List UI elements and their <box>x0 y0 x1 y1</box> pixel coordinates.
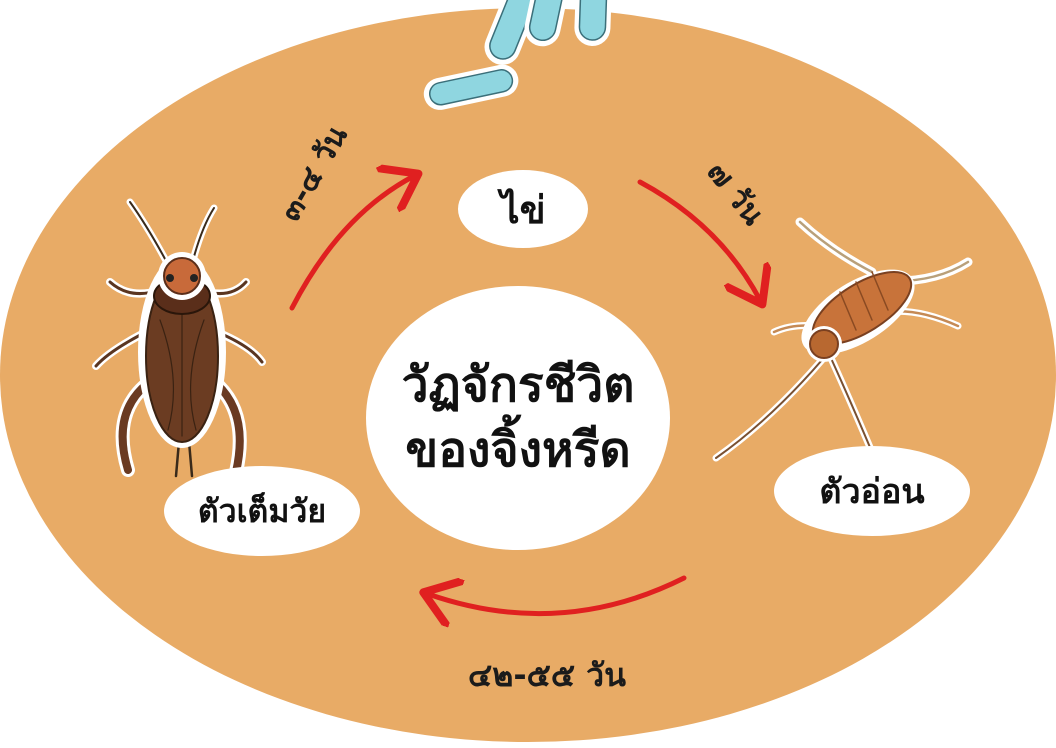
center-title-line2: ของจิ้งหรีด <box>405 418 630 483</box>
eggs-illustration <box>421 0 613 113</box>
stage-adult-label: ตัวเต็มวัย <box>164 466 360 556</box>
adult-cricket-illustration <box>96 202 262 476</box>
center-title-bubble: วัฏจักรชีวิต ของจิ้งหรีด <box>366 286 670 550</box>
center-title-line1: วัฏจักรชีวิต <box>402 353 635 418</box>
stage-nymph-label: ตัวอ่อน <box>774 446 970 536</box>
nymph-illustration <box>716 222 968 458</box>
duration-nymph-to-adult: ๔๒-๕๕ วัน <box>468 650 626 701</box>
stage-egg-label: ไข่ <box>458 170 588 248</box>
arrow-nymph-to-adult <box>428 578 684 614</box>
